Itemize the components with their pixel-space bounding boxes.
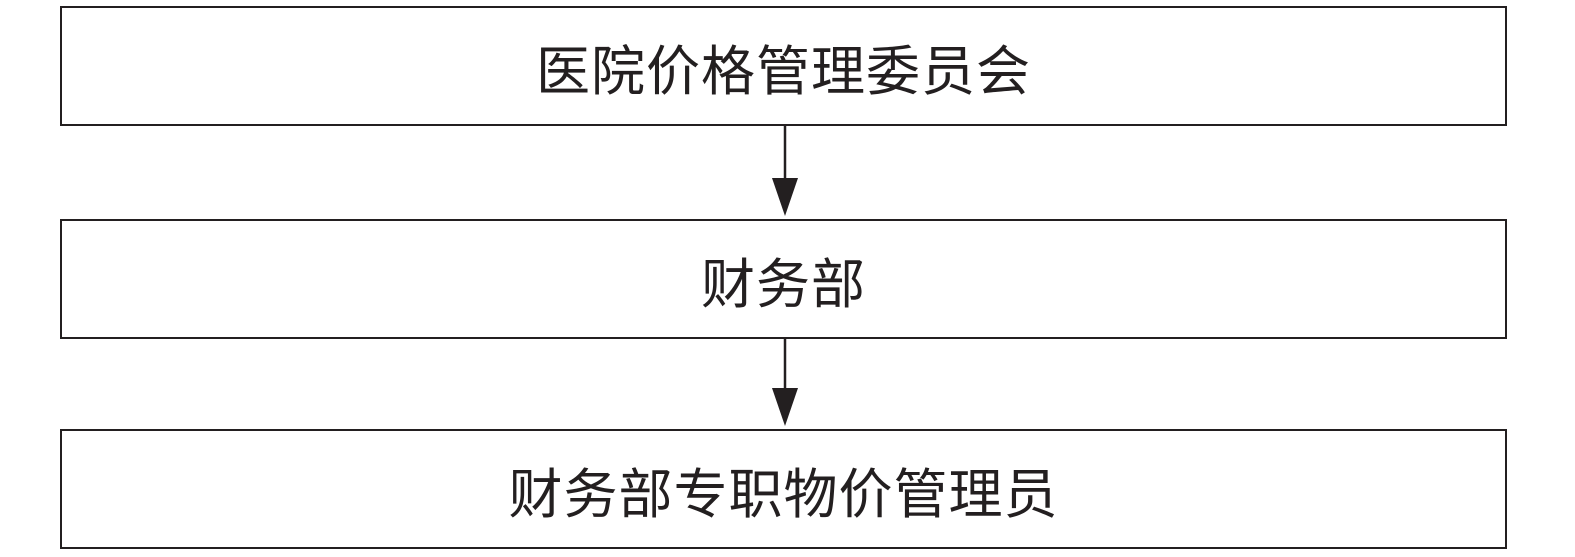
edge-arrow-2 bbox=[772, 339, 798, 426]
node-label: 财务部专职物价管理员 bbox=[508, 462, 1059, 526]
node-pricing-administrator: 财务部专职物价管理员 bbox=[60, 429, 1507, 549]
node-price-management-committee: 医院价格管理委员会 bbox=[60, 6, 1507, 126]
edge-arrow-1-head bbox=[772, 178, 798, 216]
node-label: 医院价格管理委员会 bbox=[536, 39, 1031, 103]
edge-arrow-2-head bbox=[772, 388, 798, 426]
edge-arrow-1 bbox=[772, 126, 798, 216]
node-label: 财务部 bbox=[701, 252, 866, 316]
node-finance-department: 财务部 bbox=[60, 219, 1507, 339]
